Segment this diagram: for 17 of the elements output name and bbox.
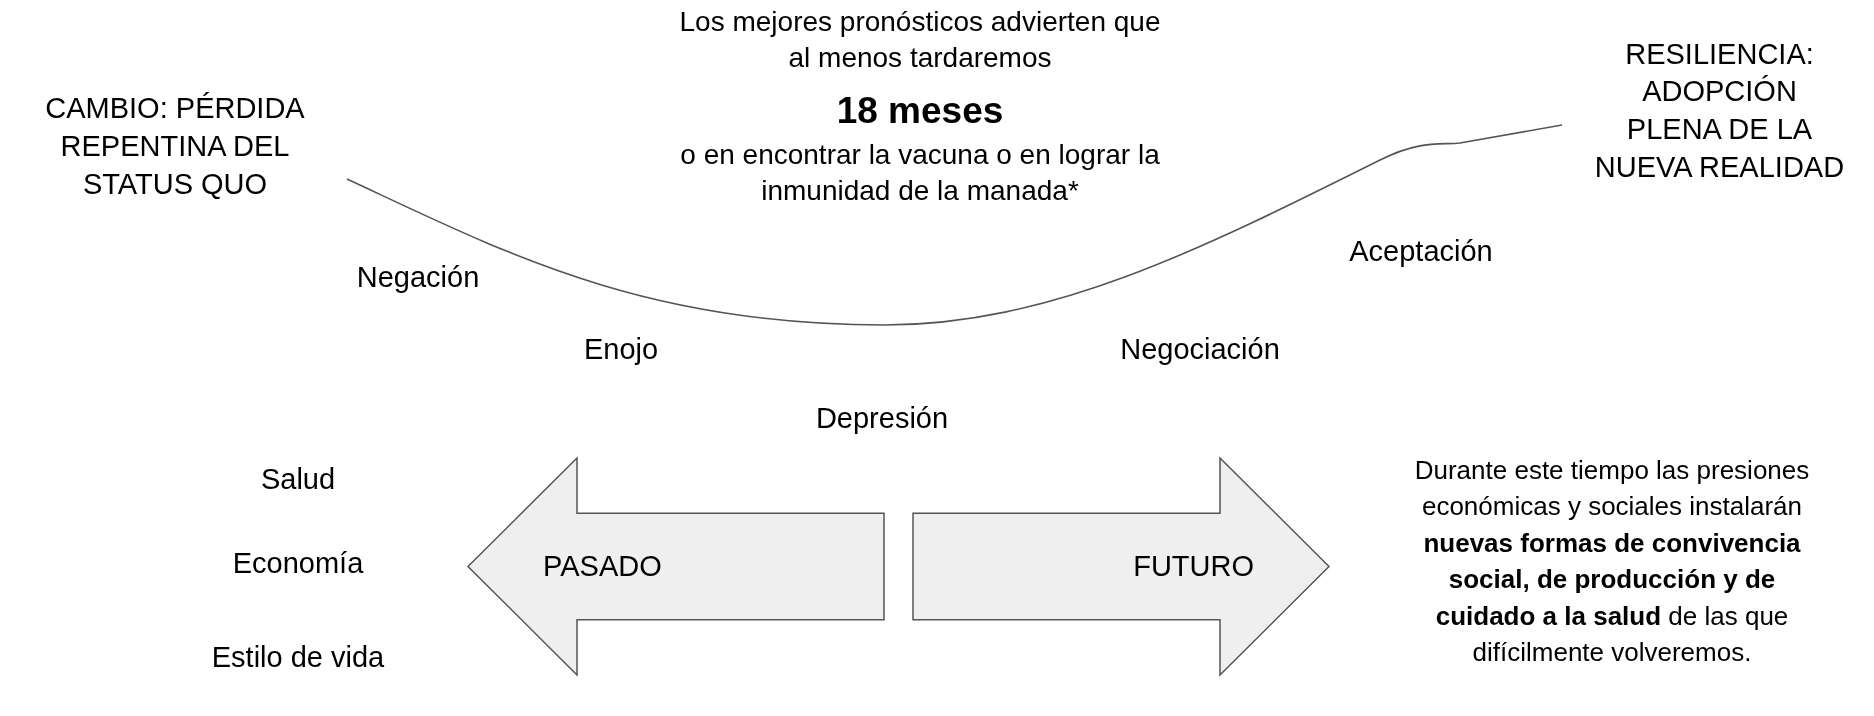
forecast-note: o en encontrar la vacuna o en lograr la inmunidad de la manada* bbox=[679, 138, 1161, 209]
duration-text: 18 meses bbox=[836, 89, 1004, 133]
arrow-label: FUTURO bbox=[1133, 548, 1254, 584]
topic-label: Salud bbox=[260, 462, 336, 497]
stage-label: Negación bbox=[356, 260, 480, 295]
stage-heading: CAMBIO: PÉRDIDA REPENTINA DEL STATUS QUO bbox=[44, 91, 306, 202]
stage-label: Depresión bbox=[815, 401, 949, 436]
outcome-note: Durante este tiempo las presiones económicas y sociales instalarán nuevas formas de convivencia social, de producción y de cuidado a la salud de las que difícilmente volveremos. bbox=[1413, 454, 1811, 669]
stage-label: Negociación bbox=[1120, 332, 1280, 367]
curve-line bbox=[346, 124, 1563, 326]
stage-label: Enojo bbox=[583, 332, 659, 367]
stage-heading: RESILIENCIA: ADOPCIÓN PLENA DE LA NUEVA REALIDAD bbox=[1594, 36, 1845, 185]
stage-label: Aceptación bbox=[1349, 234, 1493, 269]
forecast-note: Los mejores pronósticos advierten que al menos tardaremos bbox=[678, 5, 1162, 76]
arrow-label: PASADO bbox=[543, 548, 662, 584]
topic-label: Estilo de vida bbox=[211, 640, 385, 675]
topic-label: Economía bbox=[232, 546, 364, 581]
